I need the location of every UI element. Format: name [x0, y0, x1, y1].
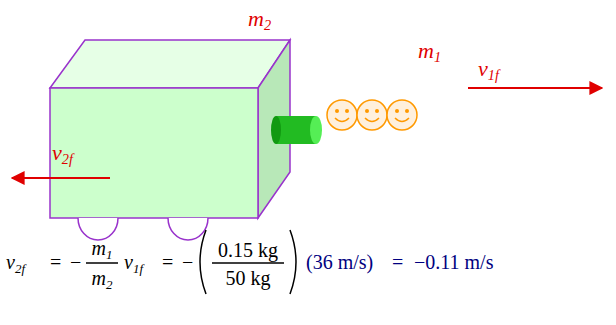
equation-value: 50 kg — [226, 268, 271, 288]
equation-term: m2 — [92, 268, 113, 291]
cart — [50, 40, 290, 240]
equation-value: (36 m/s) — [306, 252, 373, 272]
equation-term: v1f — [124, 252, 143, 275]
mass-label: m1 — [418, 40, 441, 65]
equation-term: m1 — [92, 238, 113, 261]
fraction-bar — [212, 262, 284, 264]
equation-sign: − — [182, 252, 193, 272]
velocity-arrow — [12, 177, 110, 179]
velocity-label: v2f — [52, 142, 73, 167]
parenthesis — [200, 230, 206, 294]
fraction-bar — [86, 262, 118, 264]
mass-label: m2 — [248, 8, 271, 33]
cannon — [271, 116, 322, 144]
velocity-label: v1f — [478, 58, 499, 83]
equation-sign: = — [162, 252, 173, 272]
equation-result: −0.11 m/s — [414, 252, 493, 272]
equation-value: 0.15 kg — [218, 240, 278, 260]
velocity-arrow — [468, 87, 602, 89]
equation-sign: = — [50, 252, 61, 272]
parenthesis — [290, 230, 296, 294]
equation-term: v2f — [6, 252, 25, 275]
equation-sign: − — [70, 252, 81, 272]
equation-sign: = — [392, 252, 403, 272]
smiley-balls — [327, 100, 417, 130]
